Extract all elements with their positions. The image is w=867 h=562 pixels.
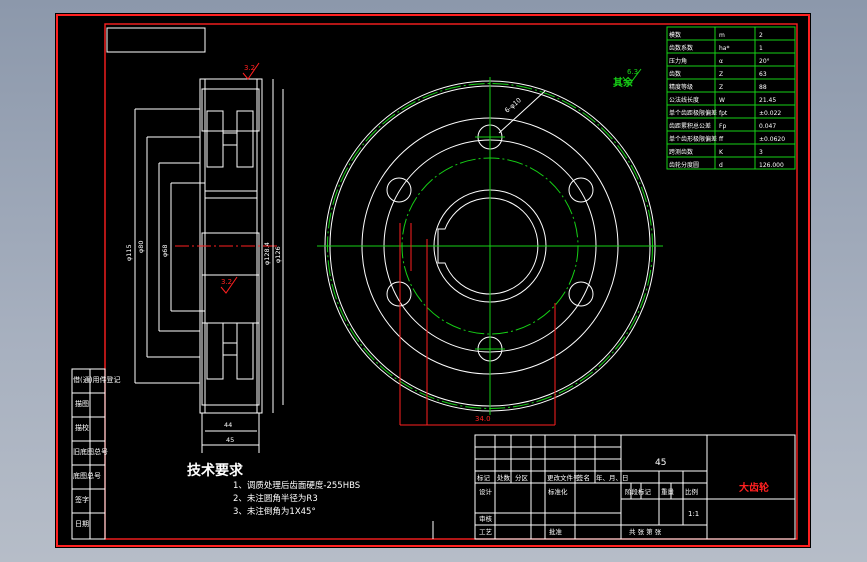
strip-label-1: 描图 — [75, 399, 89, 408]
dim-d1: φ115 — [125, 244, 133, 261]
param-val-3: 63 — [759, 71, 767, 78]
param-sym-10: d — [719, 162, 723, 169]
tb-weight: 重量 — [661, 488, 675, 496]
param-name-9: 跨测齿数 — [669, 148, 693, 156]
tb-scale-label: 比例 — [685, 487, 698, 496]
tb-process: 工艺 — [479, 528, 493, 536]
tb-change: 更改文件号 — [547, 473, 580, 482]
tb-standard: 标准化 — [548, 487, 568, 496]
tb-date: 年、月、日 — [596, 473, 629, 482]
param-sym-1: ha* — [719, 45, 729, 52]
strip-label-6: 日期 — [75, 520, 89, 528]
roughness-other: 其余 6.3 — [613, 68, 642, 89]
strip-label-3: 旧底图总号 — [73, 447, 108, 456]
param-sym-7: Fp — [719, 123, 726, 130]
tb-sheet-info: 共 张 第 张 — [629, 527, 662, 536]
param-name-1: 齿数系数 — [669, 44, 693, 52]
drawing-sheet: 借(通)用件登记 描图 描校 旧底图总号 底图总号 签字 日期 — [55, 13, 811, 548]
front-view: 34.0 6-φ10 — [317, 77, 663, 539]
roughness-other-label: 其余 — [613, 76, 634, 89]
param-val-0: 2 — [759, 32, 763, 39]
param-sym-3: Z — [719, 71, 723, 78]
dim-d2: φ80 — [137, 240, 145, 253]
param-val-6: ±0.022 — [759, 110, 781, 117]
dim-w3: 34.0 — [475, 415, 491, 423]
tech-item-3: 3、未注倒角为1X45° — [233, 506, 316, 517]
title-block: 标记 处数 分区 更改文件号 签名 年、月、日 设计 标准化 阶段标记 重量 比… — [474, 434, 796, 540]
tb-design: 设计 — [479, 487, 493, 496]
tb-title: 大齿轮 — [739, 481, 769, 494]
param-val-4: 88 — [759, 84, 767, 91]
param-val-5: 21.45 — [759, 97, 776, 104]
tb-review: 审核 — [479, 514, 493, 523]
param-val-8: ±0.0620 — [759, 136, 785, 143]
tb-sign: 签名 — [577, 473, 590, 482]
dim-hole: 6-φ10 — [503, 96, 523, 114]
tb-mark: 标记 — [477, 473, 491, 482]
param-sym-5: W — [719, 97, 725, 104]
param-val-2: 20° — [759, 58, 770, 65]
tech-item-1: 1、调质处理后齿面硬度-255HBS — [233, 480, 360, 491]
tb-approve: 批准 — [549, 527, 563, 536]
param-val-9: 3 — [759, 149, 763, 156]
param-sym-8: ff — [719, 136, 724, 143]
strip-label-2: 描校 — [75, 423, 89, 432]
parameter-table: 模数 m 2 齿数系数 ha* 1 压力角 α 20° 齿数 Z 63 精度等级… — [666, 26, 796, 170]
dim-w2: 45 — [226, 436, 234, 444]
drawing-canvas: 借(通)用件登记 描图 描校 旧底图总号 底图总号 签字 日期 — [56, 14, 810, 547]
param-sym-9: K — [719, 149, 724, 156]
roughness-other-value: 6.3 — [627, 68, 638, 76]
roughness-mid: 3.2 — [221, 278, 232, 286]
param-sym-0: m — [719, 32, 725, 39]
param-name-0: 模数 — [669, 31, 681, 39]
param-sym-2: α — [719, 58, 723, 65]
dim-w1: 44 — [224, 421, 232, 429]
strip-label-0: 借(通)用件登记 — [73, 375, 120, 384]
param-name-5: 公法线长度 — [669, 96, 699, 104]
tb-zone: 分区 — [515, 473, 529, 482]
param-sym-6: fpt — [719, 110, 728, 117]
dim-d3: φ68 — [161, 244, 169, 257]
param-name-3: 齿数 — [669, 70, 681, 78]
param-name-8: 单个齿形极限偏差 — [669, 135, 717, 143]
tb-scale: 1:1 — [688, 510, 699, 518]
param-val-7: 0.047 — [759, 123, 776, 130]
tech-heading: 技术要求 — [187, 462, 244, 479]
param-name-10: 齿轮分度圆 — [669, 161, 699, 169]
strip-label-5: 签字 — [75, 495, 89, 504]
param-sym-4: Z — [719, 84, 723, 91]
param-name-2: 压力角 — [669, 57, 687, 65]
section-view: φ115 φ80 φ68 φ128.4 φ126 44 45 3.2 3.2 — [125, 62, 284, 453]
tech-requirements: 技术要求 1、调质处理后齿面硬度-255HBS 2、未注圆角半径为R3 3、未注… — [187, 462, 360, 517]
param-name-4: 精度等级 — [669, 83, 693, 91]
dim-d4: φ128.4 — [263, 242, 271, 265]
outer-frame — [56, 14, 810, 547]
dim-d5: φ126 — [274, 246, 282, 263]
strip-label-4: 底图总号 — [73, 471, 101, 480]
param-name-6: 单个齿距极限偏差 — [669, 109, 717, 117]
tb-count: 处数 — [497, 473, 511, 482]
param-val-10: 126.000 — [759, 162, 784, 169]
tb-stage: 阶段标记 — [625, 487, 652, 496]
param-val-1: 1 — [759, 45, 763, 52]
tb-material: 45 — [655, 458, 666, 468]
code-box — [106, 27, 206, 53]
param-name-7: 齿距累积总公差 — [669, 122, 711, 130]
inner-frame — [104, 23, 798, 540]
roughness-top: 3.2 — [244, 64, 255, 72]
tech-item-2: 2、未注圆角半径为R3 — [233, 493, 318, 504]
left-strip: 借(通)用件登记 描图 描校 旧底图总号 底图总号 签字 日期 — [71, 368, 120, 540]
